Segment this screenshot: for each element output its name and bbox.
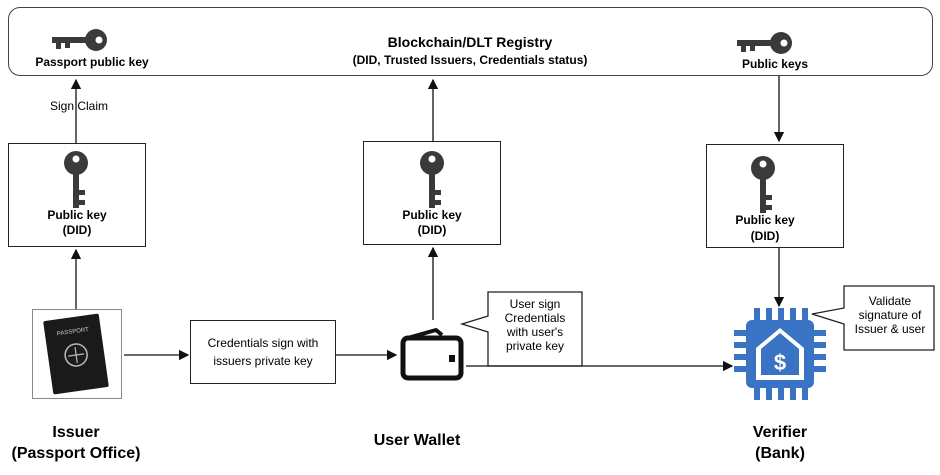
verifier-did-label-2: (DID)	[750, 229, 780, 243]
passport-cover-text: PASSPORT	[57, 327, 90, 337]
issuer-did-label-2: (DID)	[62, 223, 92, 237]
user-sign-note: User sign Credentials with user's privat…	[504, 297, 566, 353]
issuer-sublabel: (Passport Office)	[11, 445, 141, 462]
blockchain-registry	[8, 7, 933, 76]
issuer-label: Issuer	[52, 424, 100, 441]
verifier-did-label-1: Public key	[735, 213, 795, 227]
key-icon	[64, 151, 88, 208]
registry-subtitle: (DID, Trusted Issuers, Credentials statu…	[352, 53, 588, 67]
bank-dollar-symbol: $	[774, 350, 786, 375]
passport-public-key-label: Passport public key	[35, 55, 149, 69]
verifier-label: Verifier	[752, 424, 808, 441]
key-icon	[751, 156, 775, 213]
wallet-label: User Wallet	[373, 432, 461, 449]
sign-claim-label: Sign Claim	[40, 99, 118, 113]
key-icon	[420, 151, 444, 208]
bank-chip-icon: $	[734, 308, 826, 400]
user-sign-callout	[459, 291, 583, 367]
public-keys-label: Public keys	[741, 57, 809, 71]
registry-title: Blockchain/DLT Registry	[387, 34, 553, 50]
verifier-sublabel: (Bank)	[755, 445, 805, 462]
key-icon	[737, 32, 792, 54]
wallet-icon	[400, 328, 464, 381]
credentials-box	[190, 320, 336, 384]
key-icon	[52, 29, 107, 51]
issuer-did-label-1: Public key	[47, 208, 107, 222]
verifier-did-box	[706, 144, 844, 248]
wallet-did-label-2: (DID)	[417, 223, 447, 237]
credentials-line-2: issuers private key	[213, 354, 313, 368]
validate-callout	[811, 285, 935, 351]
wallet-did-label-1: Public key	[402, 208, 462, 222]
validate-note: Validate signature of Issuer & user	[854, 294, 926, 336]
credentials-line-1: Credentials sign with	[207, 336, 319, 350]
passport-icon: PASSPORT	[43, 313, 109, 395]
